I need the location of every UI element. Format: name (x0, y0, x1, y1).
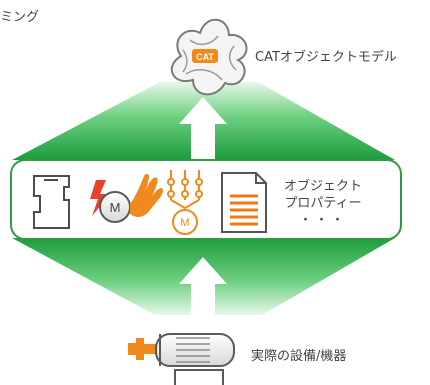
object-properties-label: オブジェクト プロパティー ・・・ (284, 178, 362, 229)
equipment-motor-icon (128, 333, 235, 385)
up-arrow-top (179, 97, 227, 162)
control-network-icon (167, 170, 203, 235)
props-line-3: ・・・ (299, 213, 348, 228)
motor-hazard-icon (90, 173, 164, 223)
cat-model-label: CATオブジェクトモデル (255, 50, 397, 65)
props-line-1: オブジェクト (284, 179, 363, 194)
cat-object-icon (170, 18, 248, 96)
document-icon (221, 172, 267, 233)
top-left-fragment-label: ミング (0, 10, 40, 25)
module-icon (33, 175, 70, 229)
props-line-2: プロパティー (284, 196, 362, 211)
cat-badge (192, 49, 218, 63)
motor-letter-1: M (110, 200, 121, 215)
motor-letter-2: M (180, 217, 189, 229)
equipment-label: 実際の設備/機器 (251, 349, 347, 364)
up-arrow-bottom (179, 257, 227, 322)
cat-badge-text: CAT (196, 52, 214, 62)
